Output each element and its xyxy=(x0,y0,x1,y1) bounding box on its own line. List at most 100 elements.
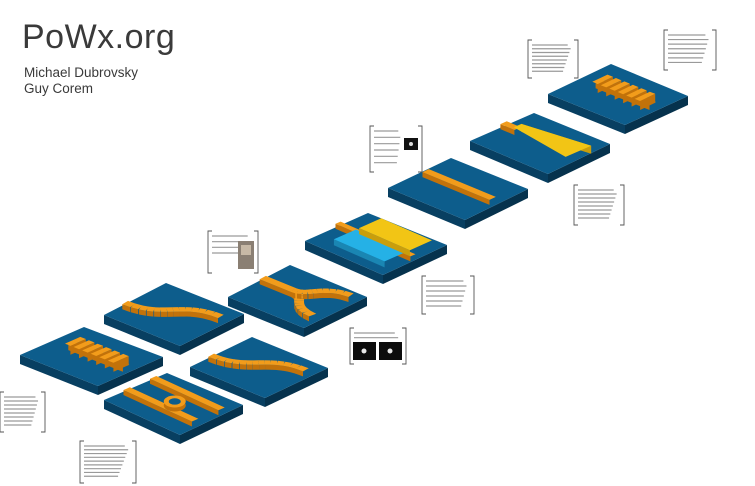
waveguide-side xyxy=(208,356,216,365)
note-bracket-right xyxy=(41,391,46,433)
note-background xyxy=(422,276,474,314)
note-bracket-left xyxy=(79,440,84,484)
waveguide-segment xyxy=(208,353,222,360)
waveguide-side xyxy=(253,364,260,370)
waveguide-side xyxy=(288,366,296,374)
waveguide-side xyxy=(122,304,131,313)
waveguide-segment xyxy=(276,360,285,366)
waveguide-segment xyxy=(216,356,229,362)
waveguide-segment xyxy=(257,360,266,365)
waveguide-side xyxy=(276,365,284,371)
waveguide-side xyxy=(239,364,247,370)
yellow-block-side xyxy=(359,228,410,257)
waveguide-side xyxy=(290,291,296,299)
waveguide-segment xyxy=(166,307,174,312)
waveguide-segment xyxy=(150,376,225,411)
note-with-thumbnail xyxy=(369,125,423,173)
waveguide-segment xyxy=(154,307,161,312)
note-bracket-left xyxy=(0,391,4,433)
waveguide-side xyxy=(640,93,656,110)
waveguide-segment xyxy=(122,300,136,308)
waveguide-segment xyxy=(239,360,247,365)
note-bracket-right xyxy=(620,184,625,226)
waveguide-segment xyxy=(139,305,149,311)
waveguide-segment xyxy=(617,84,639,95)
waveguide-segment xyxy=(270,360,278,365)
waveguide-side xyxy=(282,365,290,372)
waveguide-side xyxy=(113,356,129,372)
waveguide-segment xyxy=(107,353,129,363)
tile-front-face xyxy=(388,188,465,229)
note-left-edge xyxy=(0,391,46,433)
waveguide-side xyxy=(294,303,296,311)
tile-straight-waveguide xyxy=(388,158,528,229)
tile-front-face xyxy=(104,315,180,355)
cyan-block-side xyxy=(333,239,385,268)
page-title: PoWx.org xyxy=(22,18,176,56)
waveguide-segment xyxy=(264,360,272,365)
waveguide-side xyxy=(500,124,515,135)
thumbnail-dot xyxy=(409,142,413,146)
author-name: Guy Corem xyxy=(24,81,94,96)
tile-taper xyxy=(470,113,610,183)
waveguide-side xyxy=(302,313,309,322)
note-bracket-right xyxy=(254,230,259,274)
tile-side-face xyxy=(383,245,447,284)
waveguide-segment xyxy=(90,347,112,356)
photo-highlight xyxy=(241,245,251,255)
note-bracket-left xyxy=(527,39,532,79)
waveguide-side xyxy=(146,310,154,317)
waveguide-side xyxy=(340,294,349,302)
tile-front-face xyxy=(548,94,625,134)
tile-modulator xyxy=(305,213,447,284)
tile-front-face xyxy=(104,400,180,444)
waveguide-segment xyxy=(294,297,305,301)
waveguide-side xyxy=(191,311,198,318)
waveguide-segment xyxy=(178,307,186,312)
waveguide-segment xyxy=(310,288,319,294)
taper-top xyxy=(513,123,592,157)
waveguide-side xyxy=(130,307,139,315)
waveguide-side xyxy=(323,293,330,298)
waveguide-segment xyxy=(172,307,180,312)
note-bracket-right xyxy=(418,125,423,173)
waveguide-segment xyxy=(130,303,143,310)
waveguide-side xyxy=(334,293,342,300)
simulation-spot xyxy=(387,348,393,354)
waveguide-segment xyxy=(65,336,86,346)
waveguide-segment xyxy=(322,288,330,293)
waveguide-segment xyxy=(592,74,613,84)
tile-side-face xyxy=(465,189,528,229)
waveguide-segment xyxy=(626,88,647,98)
waveguide-side xyxy=(232,363,239,370)
waveguide-side xyxy=(173,311,180,317)
waveguide-side xyxy=(295,368,303,377)
note-bracket-left xyxy=(207,230,212,274)
waveguide-segment xyxy=(99,350,121,360)
waveguide-side xyxy=(179,311,186,317)
waveguide-side xyxy=(318,292,325,299)
waveguide-side xyxy=(296,293,302,299)
tile-front-face xyxy=(228,297,304,337)
waveguide-segment xyxy=(160,307,168,312)
waveguide-side xyxy=(295,306,298,315)
tile-side-face xyxy=(180,405,243,444)
waveguide-segment xyxy=(123,387,199,422)
waveguide-segment xyxy=(185,307,192,312)
note-background xyxy=(528,40,578,78)
note-bracket-right xyxy=(712,29,717,71)
note-bracket-left xyxy=(663,29,668,71)
tile-side-face xyxy=(98,357,163,395)
author-name: Michael Dubrovsky xyxy=(24,65,139,80)
simulation-spot xyxy=(361,348,367,354)
note-bracket-left xyxy=(369,125,374,173)
tile-front-face xyxy=(305,241,383,284)
waveguide-side xyxy=(154,311,161,317)
tile-side-face xyxy=(180,314,244,355)
waveguide-side xyxy=(308,293,314,300)
waveguide-segment xyxy=(197,308,207,314)
note-bracket-right xyxy=(132,440,137,484)
waveguide-segment xyxy=(634,91,656,101)
note-bracket-left xyxy=(421,275,426,315)
waveguide-segment xyxy=(302,310,317,317)
